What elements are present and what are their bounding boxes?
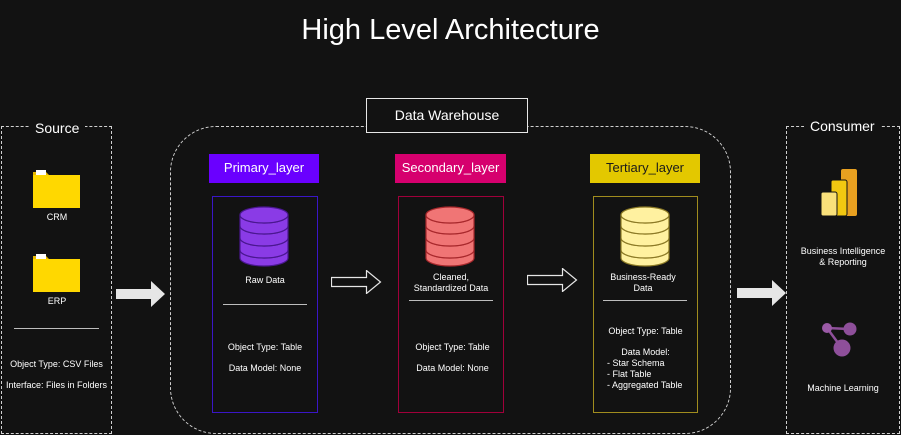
flow-arrow [331,270,382,294]
source-item-label: CRM [46,212,68,222]
warehouse-label: Data Warehouse [366,98,528,133]
database-icon [238,206,290,268]
consumer-item-label: Machine Learning [807,383,879,393]
flow-arrow [116,281,166,307]
consumer-item-label: Business Intelligence [800,246,886,256]
layer-header-tertiary: Tertiary_layer [590,154,700,183]
folder-icon [32,166,82,210]
source-object-type: Object Type: CSV Files [10,359,103,369]
layer-data-model: Data Model: [621,347,670,357]
layer-divider [603,300,687,301]
source-title: Source [29,120,86,136]
ml-graph-icon [820,320,860,360]
layer-description: Standardized Data [413,283,489,293]
layer-description: Cleaned, [432,272,470,282]
consumer-item-label: & Reporting [819,257,867,267]
source-interface: Interface: Files in Folders [5,380,108,390]
power-bi-icon [820,168,860,218]
layer-data-model-item: - Aggregated Table [607,380,683,390]
database-icon [619,206,671,268]
layer-data-model-item: - Flat Table [607,369,652,379]
layer-divider [409,300,493,301]
layer-description: Data [633,283,653,293]
layer-box-primary [212,196,318,413]
layer-box-tertiary [593,196,698,413]
layer-data-model: Data Model: None [416,363,489,373]
source-item-label: ERP [47,296,67,306]
layer-description: Raw Data [245,275,285,285]
layer-description: Business-Ready [610,272,676,282]
source-divider [14,328,99,329]
layer-data-model: Data Model: None [228,363,302,373]
layer-object-type: Object Type: Table [227,342,303,352]
layer-divider [223,304,307,305]
flow-arrow [527,268,578,292]
layer-box-secondary [398,196,504,413]
database-icon [424,206,476,268]
layer-header-primary: Primary_layer [209,154,319,183]
layer-data-model-item: - Star Schema [607,358,665,368]
layer-object-type: Object Type: Table [415,342,490,352]
flow-arrow [737,280,787,306]
folder-icon [32,250,82,294]
diagram-title: High Level Architecture [301,14,600,46]
layer-object-type: Object Type: Table [608,326,683,336]
consumer-title: Consumer [804,118,881,134]
layer-header-secondary: Secondary_layer [395,154,506,183]
